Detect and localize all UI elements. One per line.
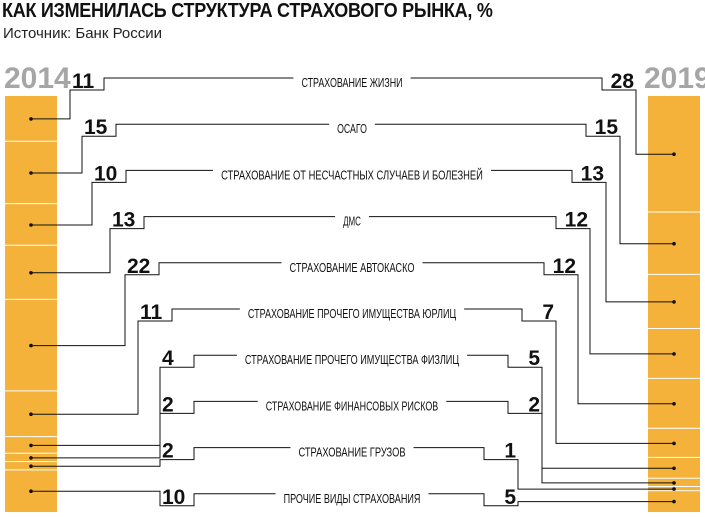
value-label-2019: 5 xyxy=(504,486,516,509)
connector-dot-2014 xyxy=(29,489,33,494)
value-label-2014: 2 xyxy=(162,393,174,416)
connector-line-2014 xyxy=(31,123,330,174)
category-label: СТРАХОВАНИЕ ЖИЗНИ xyxy=(301,75,402,90)
value-label-2019: 5 xyxy=(528,347,540,370)
value-label-2019: 1 xyxy=(504,440,516,463)
connector-dot-2014 xyxy=(29,117,33,121)
value-label-2019: 7 xyxy=(542,301,554,324)
value-label-2014: 2 xyxy=(162,440,174,463)
value-label-2014: 4 xyxy=(162,347,174,370)
value-label-2014: 10 xyxy=(162,486,185,509)
connector-line-2019 xyxy=(467,354,674,469)
connector-line-2019 xyxy=(368,216,674,355)
connector-line-2014 xyxy=(31,308,240,415)
connector-line-2014 xyxy=(31,169,214,226)
connector-dot-2014 xyxy=(29,456,33,460)
category-label: СТРАХОВАНИЕ ФИНАНСОВЫХ РИСКОВ xyxy=(266,398,439,413)
category-label: СТРАХОВАНИЕ ГРУЗОВ xyxy=(298,445,405,460)
connector-line-2019 xyxy=(374,123,674,245)
connector-line-2019 xyxy=(413,447,674,490)
connector-line-2014 xyxy=(31,447,291,467)
connector-line-2019 xyxy=(428,493,674,507)
connector-dot-2019 xyxy=(672,352,676,356)
value-label-2019: 12 xyxy=(565,209,588,232)
connector-line-2014 xyxy=(31,77,294,120)
connector-line-2014 xyxy=(31,400,258,459)
connector-line-2014 xyxy=(31,354,237,446)
connector-line-2019 xyxy=(490,169,674,303)
source-note: Источник: Банк России xyxy=(3,25,163,42)
category-label: ДМС xyxy=(343,214,361,229)
connector-dot-2019 xyxy=(672,466,676,471)
connector-dot-2019 xyxy=(672,499,676,504)
connector-dot-2014 xyxy=(29,171,33,175)
connector-dot-2019 xyxy=(672,300,676,304)
connector-dot-2014 xyxy=(29,271,33,275)
connector-line-2014 xyxy=(31,216,336,274)
value-label-2014: 22 xyxy=(127,255,150,278)
connector-dot-2019 xyxy=(672,441,676,446)
category-label: ОСАГО xyxy=(337,121,367,136)
connector-dot-2019 xyxy=(672,241,676,246)
connector-dot-2019 xyxy=(672,402,676,406)
connector-line-2019 xyxy=(422,262,674,405)
value-label-2019: 2 xyxy=(528,393,540,416)
value-label-2014: 11 xyxy=(72,70,95,93)
connector-line-2019 xyxy=(446,400,674,484)
year-label-2014: 2014 xyxy=(4,62,71,95)
category-label: ПРОЧИЕ ВИДЫ СТРАХОВАНИЯ xyxy=(284,491,421,506)
year-label-2019: 2019 xyxy=(644,62,705,95)
category-label: СТРАХОВАНИЕ ПРОЧЕГО ИМУЩЕСТВА ЮРЛИЦ xyxy=(248,306,457,321)
connector-dot-2019 xyxy=(672,487,676,491)
category-label: СТРАХОВАНИЕ АВТОКАСКО xyxy=(290,260,415,275)
value-label-2014: 11 xyxy=(140,301,163,324)
connector-line-2019 xyxy=(464,308,674,444)
value-label-2019: 15 xyxy=(595,116,619,139)
value-label-2019: 13 xyxy=(581,162,604,185)
value-label-2014: 15 xyxy=(84,116,108,139)
connector-dot-2014 xyxy=(29,343,33,348)
connector-line-2014 xyxy=(31,262,282,347)
value-label-2019: 12 xyxy=(553,255,576,278)
category-label: СТРАХОВАНИЕ ПРОЧЕГО ИМУЩЕСТВА ФИЗЛИЦ xyxy=(245,352,459,367)
value-label-2014: 10 xyxy=(94,162,117,185)
connector-dot-2014 xyxy=(29,464,33,469)
connector-line-2019 xyxy=(410,77,674,155)
value-label-2019: 28 xyxy=(611,70,635,93)
connector-dot-2014 xyxy=(29,443,33,448)
value-label-2014: 13 xyxy=(112,209,135,232)
chart-title: КАК ИЗМЕНИЛАСЬ СТРУКТУРА СТРАХОВОГО РЫНК… xyxy=(2,0,493,22)
connector-dot-2019 xyxy=(672,481,676,485)
category-label: СТРАХОВАНИЕ ОТ НЕСЧАСТНЫХ СЛУЧАЕВ И БОЛЕ… xyxy=(221,167,483,182)
connector-dot-2019 xyxy=(672,152,676,156)
connector-dot-2014 xyxy=(29,412,33,417)
connector-line-2014 xyxy=(31,490,276,507)
connector-dot-2014 xyxy=(29,223,33,227)
